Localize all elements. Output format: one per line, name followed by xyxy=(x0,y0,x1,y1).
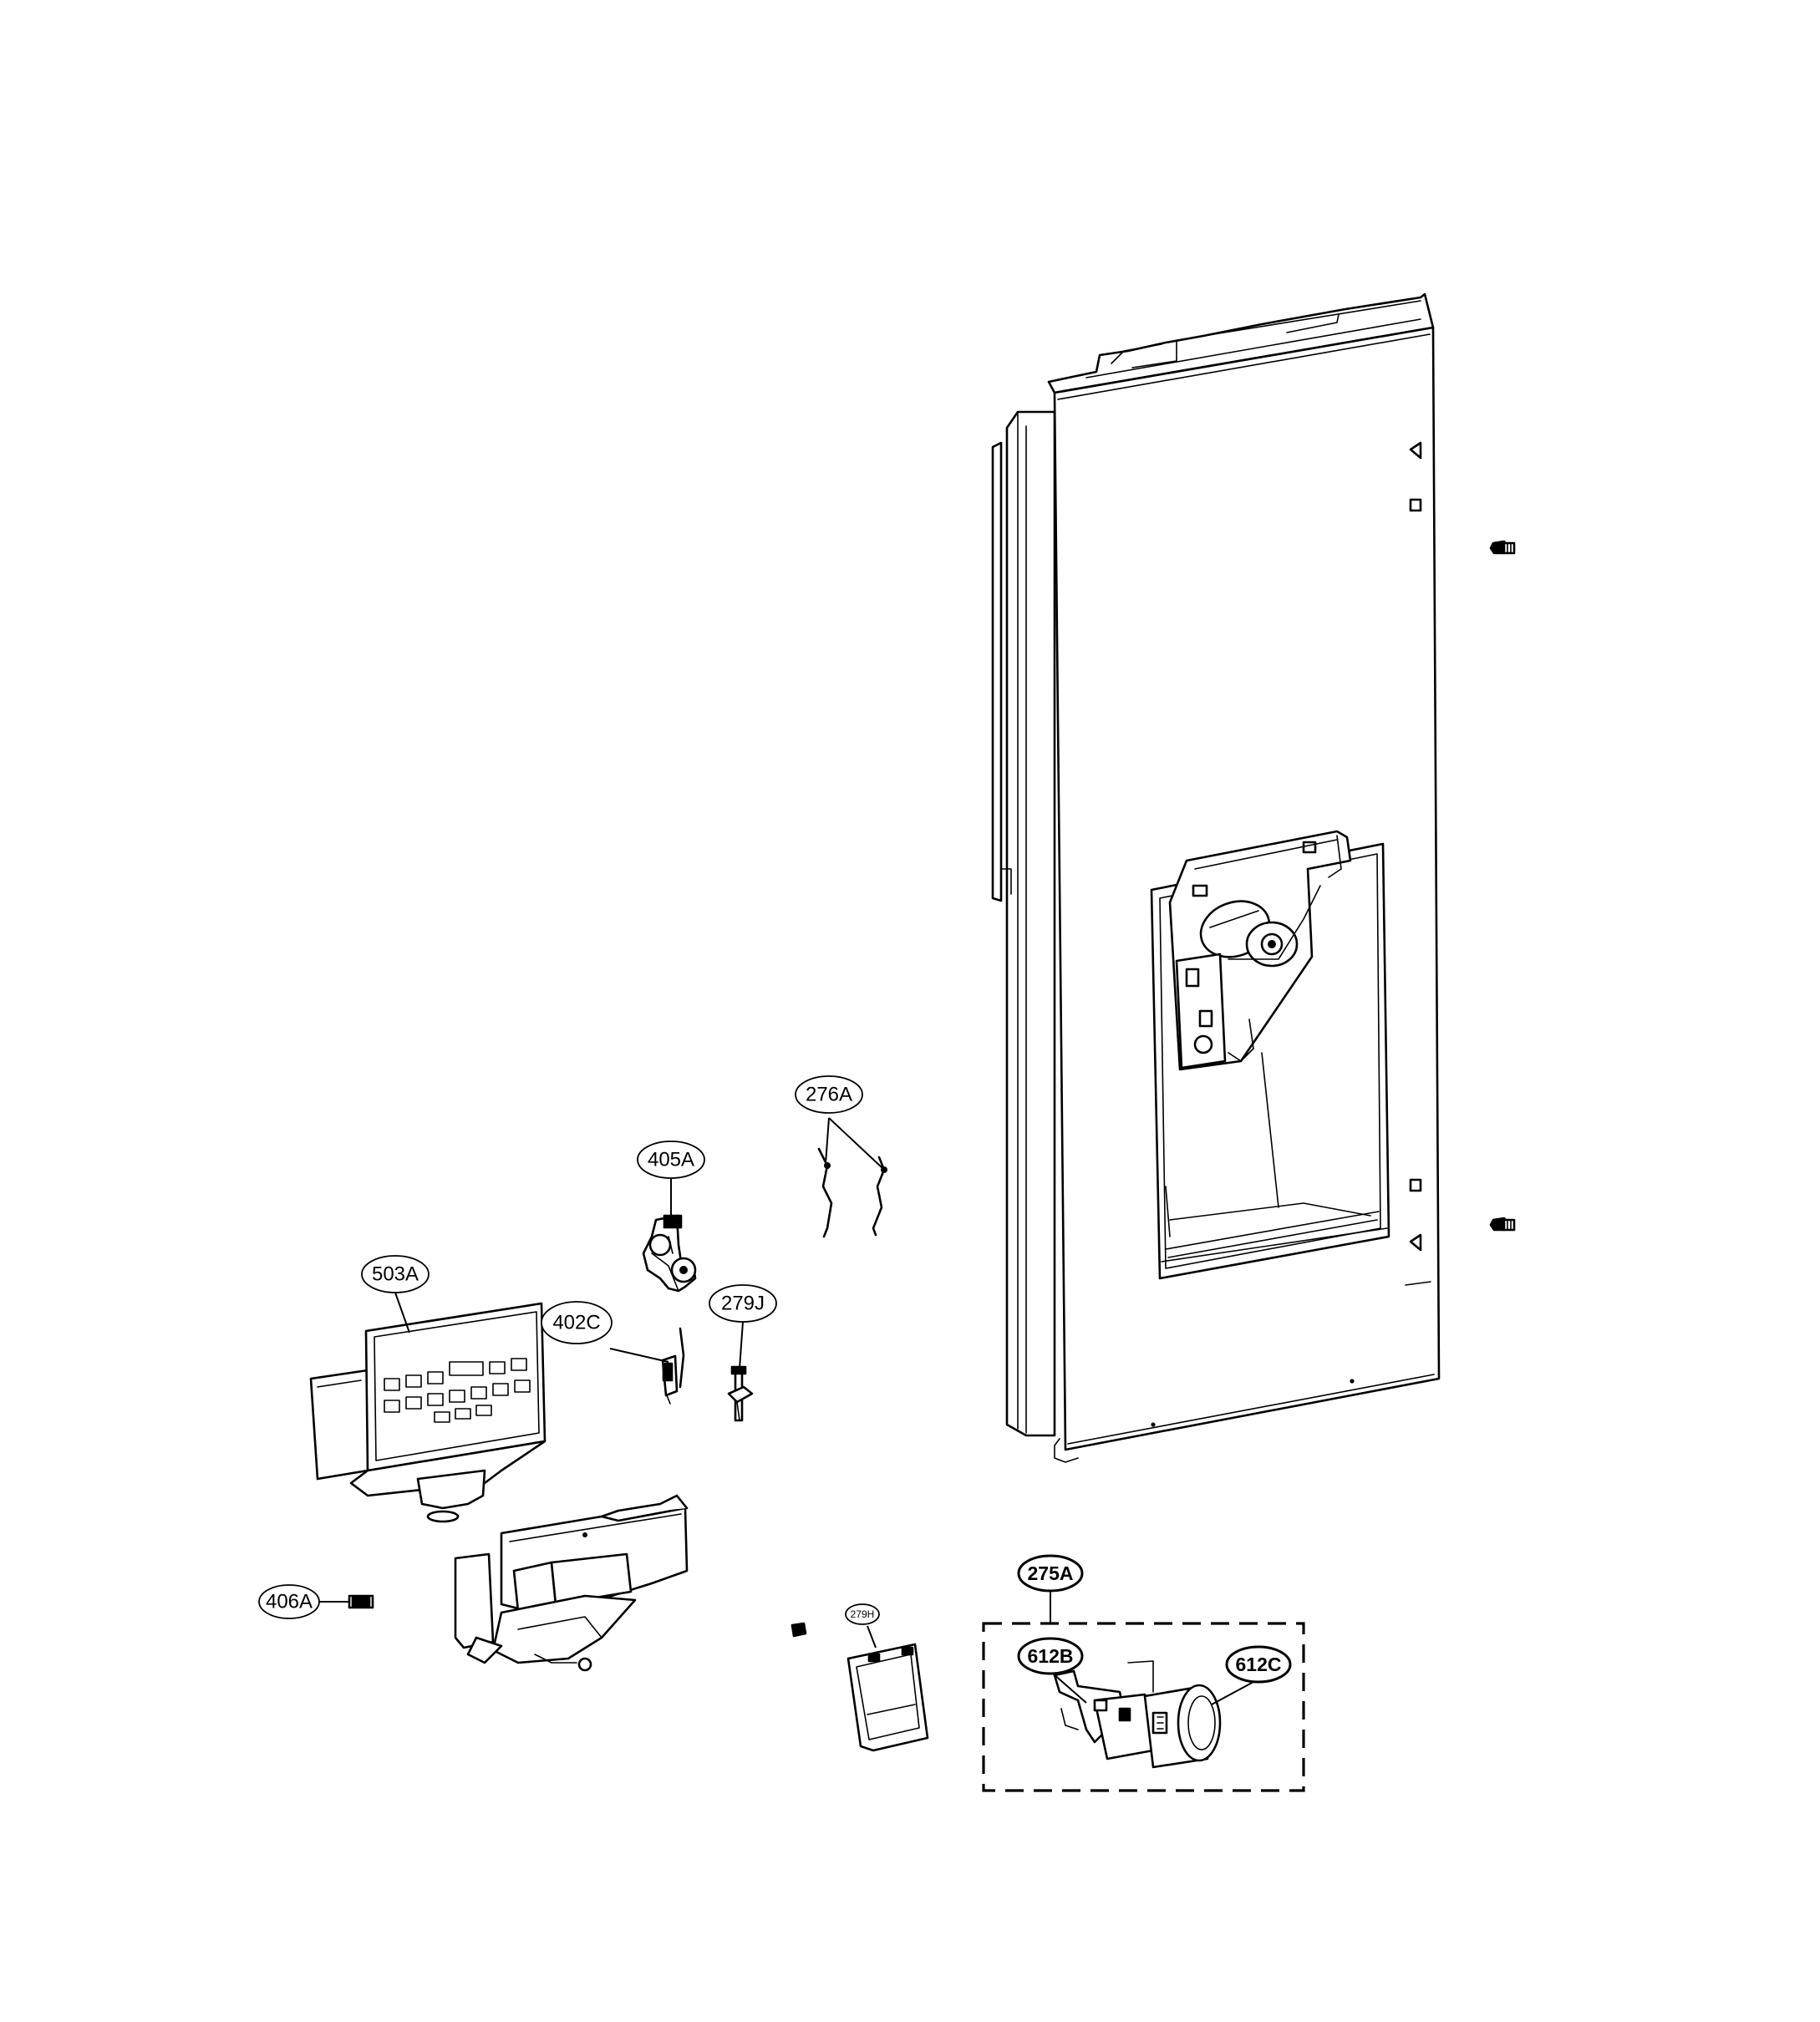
callout-503A-label: 503A xyxy=(372,1263,419,1286)
part-279H-screw xyxy=(791,1622,807,1638)
callout-405A-label: 405A xyxy=(648,1149,694,1171)
part-402C xyxy=(661,1327,685,1405)
refrigerator-door xyxy=(991,292,1441,1463)
part-405A-valve xyxy=(642,1214,697,1293)
callout-612B-label: 612B xyxy=(1028,1645,1074,1667)
leader-lines xyxy=(318,1117,1254,1705)
part-279J-screw xyxy=(727,1365,754,1422)
part-275A-kit-box xyxy=(982,1622,1305,1792)
door-screw-bottom xyxy=(1489,1217,1516,1232)
callout-275A-label: 275A xyxy=(1028,1562,1074,1584)
part-612C-motor xyxy=(1143,1684,1222,1769)
callout-612C: 612C xyxy=(1225,1645,1292,1684)
callout-279H-label: 279H xyxy=(851,1608,875,1620)
callout-612C-label: 612C xyxy=(1236,1654,1282,1675)
callout-276A-label: 276A xyxy=(806,1084,852,1106)
dispenser-recess xyxy=(1150,830,1390,1280)
callout-503A: 503A xyxy=(361,1255,430,1293)
callout-406A: 406A xyxy=(258,1584,320,1619)
callout-405A: 405A xyxy=(637,1141,705,1179)
callout-279J-label: 279J xyxy=(721,1293,765,1315)
callout-279H: 279H xyxy=(845,1603,880,1625)
callout-402C-label: 402C xyxy=(552,1312,600,1334)
dispenser-chute-assembly xyxy=(454,1494,689,1672)
part-406A xyxy=(348,1594,374,1609)
callout-612B: 612B xyxy=(1017,1637,1084,1675)
callout-402C: 402C xyxy=(541,1301,613,1344)
door-screw-top xyxy=(1489,540,1516,555)
part-612B-bracket xyxy=(1053,1660,1155,1760)
part-503A-dispenser-panel xyxy=(309,1302,547,1523)
callout-406A-label: 406A xyxy=(266,1591,313,1613)
callout-275A: 275A xyxy=(1017,1554,1084,1593)
callout-276A: 276A xyxy=(795,1075,863,1114)
callout-279J: 279J xyxy=(709,1284,777,1323)
part-279H-cover xyxy=(846,1643,929,1752)
